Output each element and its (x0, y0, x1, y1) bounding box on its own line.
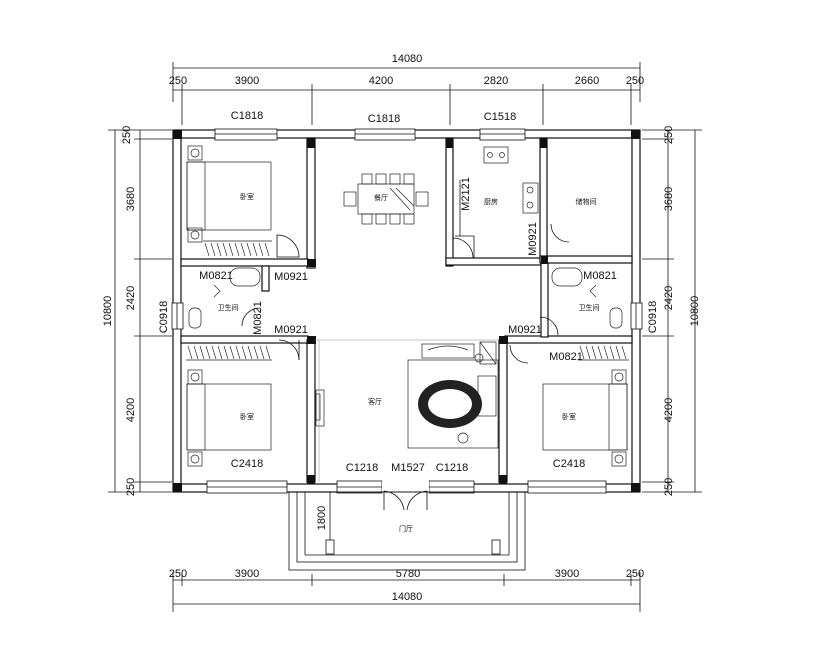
dim-top-3: 4200 (369, 75, 393, 87)
nw-bedroom-furniture (186, 145, 272, 257)
dim-bottom-4: 3900 (555, 568, 579, 580)
room-label-bedroom-nw: 卧室 (240, 192, 254, 201)
window-label-top-left: C1818 (231, 110, 263, 122)
dim-right-2: 3680 (663, 187, 675, 211)
kitchen-fixtures (455, 146, 539, 258)
dim-left-2: 3680 (125, 187, 137, 211)
interior-walls (180, 137, 633, 483)
window-label-front-right: C1218 (436, 462, 468, 474)
dim-bottom-3: 5780 (396, 568, 420, 580)
dim-bottom-total: 14080 (392, 591, 423, 603)
dim-bottom-5: 250 (626, 568, 644, 580)
bottom-dimension-chain: 250 3900 5780 3900 250 14080 (169, 568, 644, 612)
dim-left-4: 4200 (125, 398, 137, 422)
window-label-top-right: C1518 (484, 111, 516, 123)
door-labels: M0821 M0921 M0821 M0921 M2121 M0921 M082… (199, 177, 617, 474)
top-dimension-chain: 14080 250 3900 4200 2820 2660 250 (169, 53, 644, 125)
window-label-bottom-left: C2418 (231, 458, 263, 470)
dim-bottom-2: 3900 (235, 568, 259, 580)
door-label-entry: M1527 (391, 462, 425, 474)
window-label-top-mid: C1818 (368, 113, 400, 125)
room-label-bedroom-sw: 卧室 (240, 412, 254, 421)
dim-left-1: 250 (121, 126, 133, 144)
living-room-furniture (315, 341, 499, 449)
se-bedroom-furniture (542, 345, 629, 467)
door-label-bath-left: M0821 (199, 270, 233, 282)
room-label-entry-hall: 门厅 (399, 524, 413, 533)
door-label-bed-se: M0921 (508, 324, 542, 336)
door-label-kitchen: M2121 (460, 177, 472, 211)
bath-right-fixtures (551, 267, 623, 329)
room-label-living: 客厅 (368, 397, 382, 406)
sw-bedroom-furniture (186, 345, 272, 467)
zone-dividers (315, 339, 499, 482)
structural-columns (173, 130, 640, 492)
dim-top-4: 2820 (484, 75, 508, 87)
dim-left-5: 250 (125, 478, 137, 496)
door-label-bed-nw: M0921 (274, 271, 308, 283)
window-label-right-bath: C0918 (647, 301, 659, 333)
door-label-bath-left-2: M0821 (252, 301, 264, 335)
dim-right-1: 250 (663, 126, 675, 144)
door-label-bed-sw: M0921 (274, 324, 308, 336)
dim-right-4: 4200 (663, 398, 675, 422)
right-dimension-chain: 250 3680 2420 4200 250 10800 (642, 126, 702, 496)
exterior-walls (171, 128, 643, 494)
window-label-front-left: C1218 (346, 462, 378, 474)
room-label-dining: 餐厅 (374, 193, 388, 202)
window-label-bottom-right: C2418 (553, 458, 585, 470)
dim-top-1: 250 (169, 75, 187, 87)
dim-right-total: 10800 (689, 296, 701, 327)
dim-bottom-1: 250 (169, 568, 187, 580)
door-label-storage: M0921 (527, 222, 539, 256)
dim-right-3: 2420 (663, 286, 675, 310)
dim-left-3: 2420 (125, 286, 137, 310)
dim-left-total: 10800 (102, 296, 114, 327)
door-label-bath-right-2: M0821 (549, 351, 583, 363)
porch: 1800 门厅 (288, 490, 526, 571)
room-label-bedroom-se: 卧室 (562, 412, 576, 421)
dim-top-2: 3900 (235, 75, 259, 87)
door-swings (241, 223, 570, 364)
room-label-bath-right: 卫生间 (579, 303, 600, 312)
left-dimension-chain: 250 3680 2420 4200 250 10800 (102, 126, 172, 496)
dim-top-6: 250 (626, 75, 644, 87)
room-label-bath-left: 卫生间 (218, 303, 239, 312)
door-label-bath-right: M0821 (583, 270, 617, 282)
window-labels: C1818 C1818 C1518 C0918 C0918 C2418 C241… (158, 110, 659, 474)
room-label-storage: 储物间 (576, 197, 597, 206)
dim-right-5: 250 (663, 478, 675, 496)
dim-top-5: 2660 (575, 75, 599, 87)
dim-porch-depth: 1800 (316, 506, 328, 530)
dim-top-total: 14080 (392, 53, 423, 65)
room-labels: 卧室 餐厅 厨房 储物间 卫生间 卫生间 客厅 卧室 卧室 (218, 192, 600, 421)
dining-table (343, 173, 429, 225)
window-label-left-bath: C0918 (158, 301, 170, 333)
room-label-kitchen: 厨房 (484, 197, 498, 206)
bath-left-fixtures (188, 267, 261, 329)
